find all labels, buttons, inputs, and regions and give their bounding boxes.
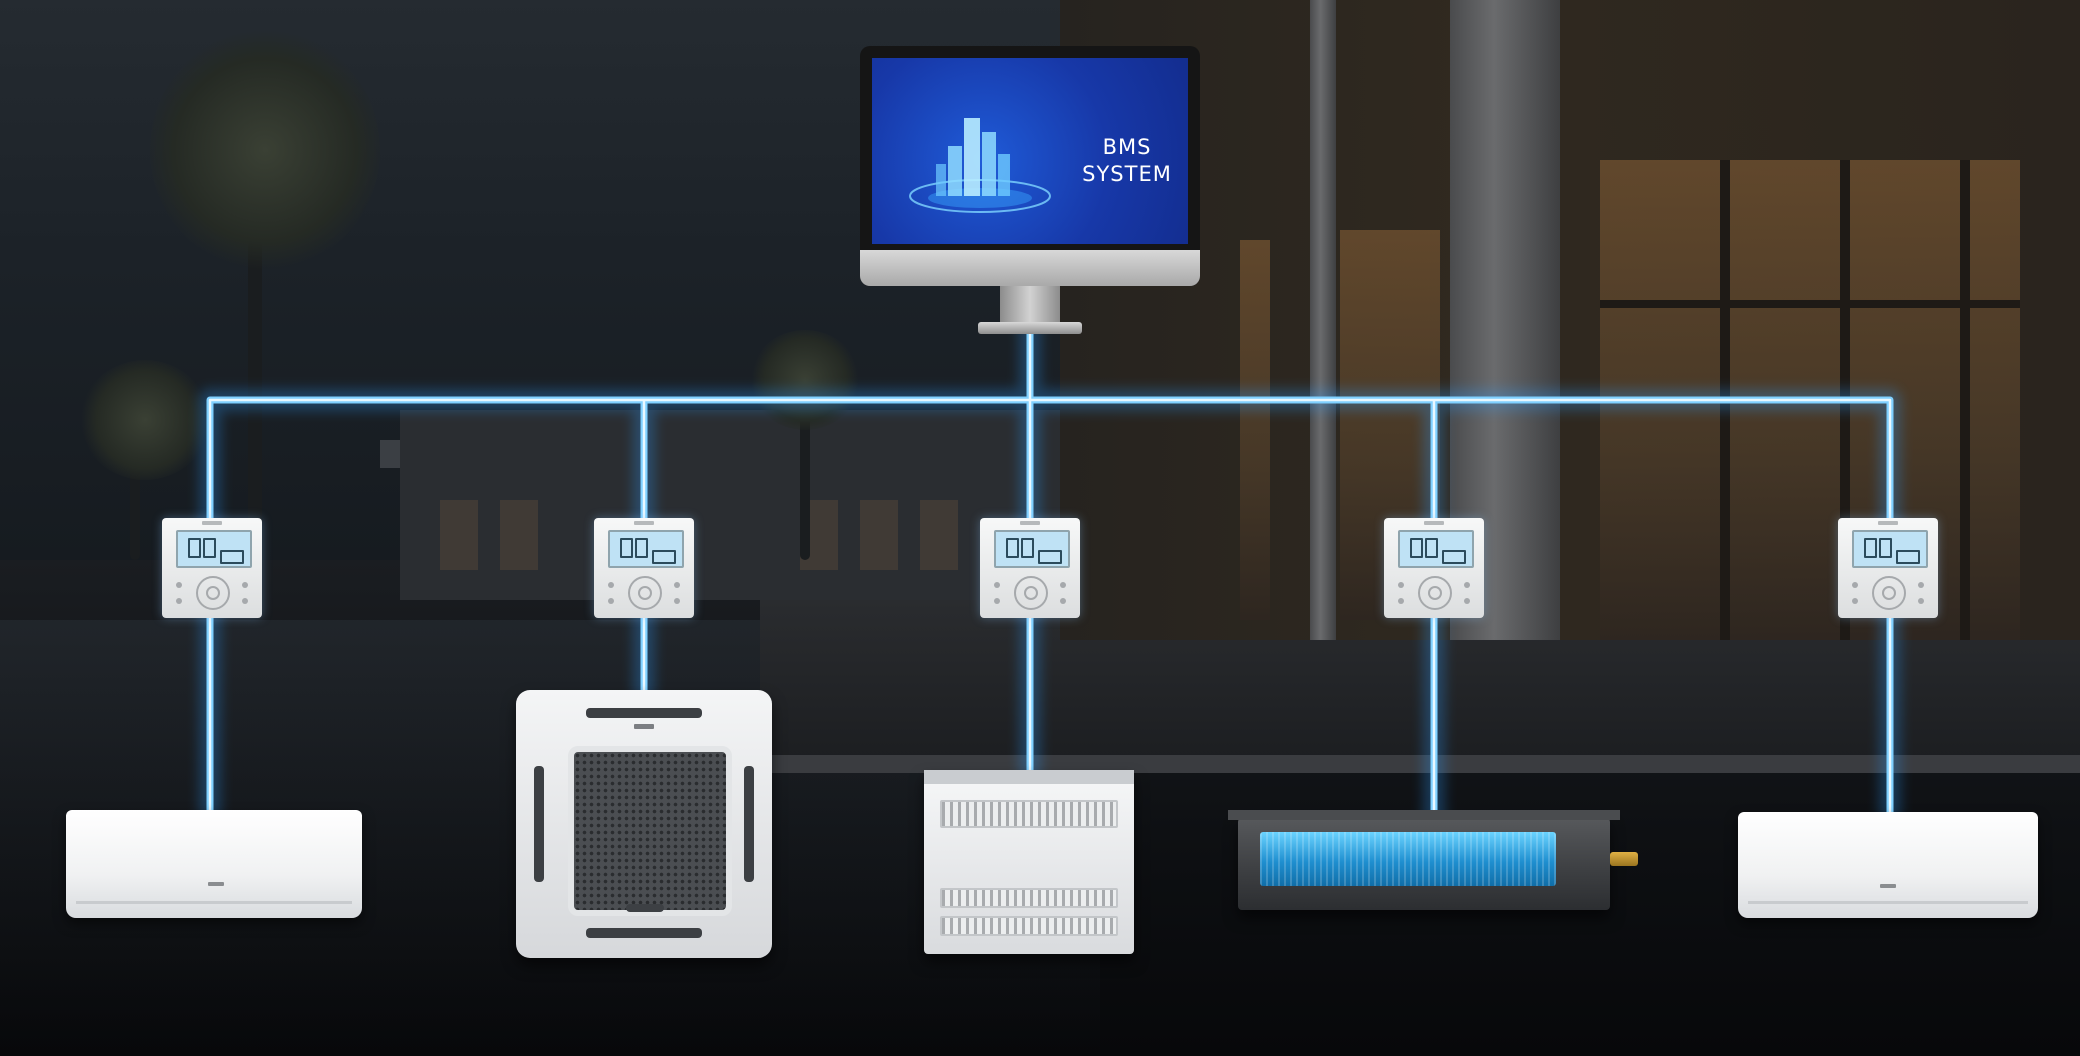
window-mullion bbox=[1600, 300, 2020, 308]
console-vent bbox=[940, 800, 1118, 828]
city-skyline-icon bbox=[909, 118, 1051, 213]
controller-button bbox=[674, 582, 680, 588]
palm-tree-trunk bbox=[248, 240, 262, 570]
far-window bbox=[920, 500, 958, 570]
palm-tree-crown bbox=[150, 30, 380, 270]
controller-button bbox=[1398, 582, 1404, 588]
controller-dial bbox=[628, 576, 662, 610]
wall-mounted-unit bbox=[1738, 812, 2038, 918]
console-vent bbox=[940, 888, 1118, 908]
controller-button bbox=[608, 598, 614, 604]
controller-button bbox=[242, 582, 248, 588]
controller-logo bbox=[202, 521, 222, 525]
controller-button bbox=[1918, 582, 1924, 588]
wired-controller-icon bbox=[980, 518, 1080, 618]
ducted-unit bbox=[1228, 810, 1638, 910]
cassette-grille bbox=[568, 746, 732, 916]
unit-logo bbox=[208, 882, 224, 886]
duct-coil bbox=[1260, 832, 1556, 886]
controller-button bbox=[176, 582, 182, 588]
controller-display bbox=[176, 530, 252, 568]
duct-flange bbox=[1228, 810, 1620, 820]
monitor-stand-neck bbox=[1000, 286, 1060, 326]
window-mullion bbox=[1960, 160, 1970, 640]
controller-display bbox=[1852, 530, 1928, 568]
cassette-louver bbox=[586, 928, 702, 938]
controller-button bbox=[1464, 582, 1470, 588]
floor-console-unit bbox=[924, 770, 1134, 954]
controller-button bbox=[1060, 598, 1066, 604]
controller-logo bbox=[634, 521, 654, 525]
controller-button bbox=[608, 582, 614, 588]
wired-controller-icon bbox=[594, 518, 694, 618]
controller-dial bbox=[196, 576, 230, 610]
cassette-louver bbox=[534, 766, 544, 882]
controller-display bbox=[994, 530, 1070, 568]
controller-dial bbox=[1872, 576, 1906, 610]
unit-logo bbox=[634, 724, 654, 729]
controller-button bbox=[1918, 598, 1924, 604]
controller-button bbox=[674, 598, 680, 604]
palm-tree-crown bbox=[80, 360, 210, 480]
monitor-chin bbox=[860, 250, 1200, 286]
far-window bbox=[860, 500, 898, 570]
wired-controller-icon bbox=[1838, 518, 1938, 618]
controller-display bbox=[1398, 530, 1474, 568]
controller-logo bbox=[1878, 521, 1898, 525]
cassette-louver bbox=[586, 708, 702, 718]
monitor-screen: BMS SYSTEM bbox=[872, 58, 1188, 244]
controller-display bbox=[608, 530, 684, 568]
bms-monitor-icon: BMS SYSTEM bbox=[860, 46, 1200, 336]
wall-mounted-unit bbox=[66, 810, 362, 918]
palm-tree-trunk bbox=[130, 430, 140, 560]
palm-tree-crown bbox=[750, 330, 860, 430]
controller-button bbox=[1852, 598, 1858, 604]
deck-edge bbox=[760, 755, 2080, 773]
console-top bbox=[924, 770, 1134, 784]
controller-button bbox=[242, 598, 248, 604]
unit-logo bbox=[1880, 884, 1896, 888]
controller-button bbox=[994, 598, 1000, 604]
cassette-louver bbox=[744, 766, 754, 882]
building-glass bbox=[1240, 240, 1270, 620]
screen-title: BMS SYSTEM bbox=[1082, 135, 1172, 186]
controller-button bbox=[1060, 582, 1066, 588]
controller-button bbox=[1852, 582, 1858, 588]
controller-logo bbox=[1020, 521, 1040, 525]
far-window bbox=[440, 500, 478, 570]
duct-pipe bbox=[1610, 852, 1638, 866]
building-pillar bbox=[1310, 0, 1336, 640]
palm-tree-trunk bbox=[800, 380, 810, 560]
controller-logo bbox=[1424, 521, 1444, 525]
console-vent bbox=[940, 916, 1118, 936]
controller-dial bbox=[1014, 576, 1048, 610]
wired-controller-icon bbox=[1384, 518, 1484, 618]
controller-dial bbox=[1418, 576, 1452, 610]
monitor-stand-foot bbox=[978, 322, 1082, 334]
controller-button bbox=[176, 598, 182, 604]
controller-button bbox=[1398, 598, 1404, 604]
controller-button bbox=[994, 582, 1000, 588]
cassette-unit bbox=[516, 690, 772, 958]
far-window bbox=[500, 500, 538, 570]
wired-controller-icon bbox=[162, 518, 262, 618]
cassette-display bbox=[626, 904, 664, 912]
controller-button bbox=[1464, 598, 1470, 604]
